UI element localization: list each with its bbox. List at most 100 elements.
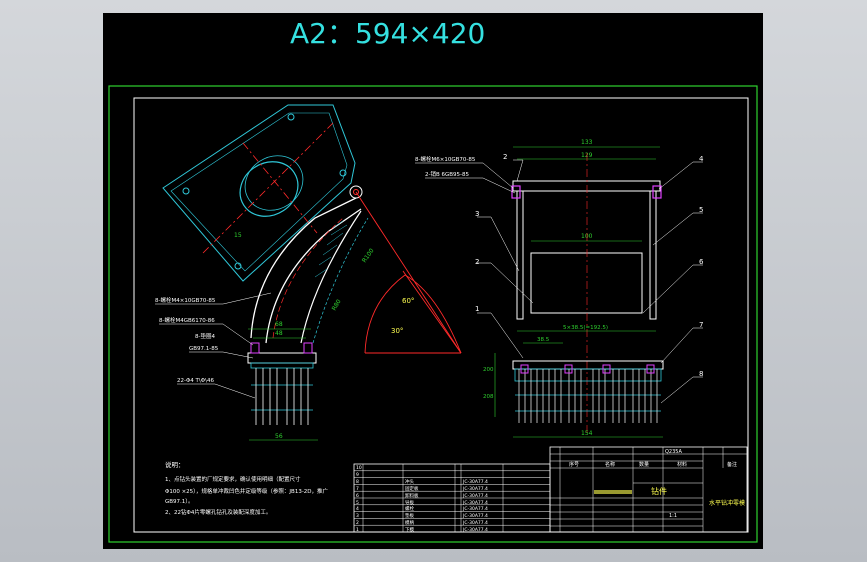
notes-line-3: GB97.1）。 bbox=[165, 498, 194, 505]
hole-3 bbox=[234, 262, 242, 270]
balloon-6: 6 bbox=[699, 258, 704, 266]
bom-grid bbox=[354, 464, 550, 532]
dim-angle-30: 30° bbox=[391, 327, 403, 335]
bom-name-6: 卸料板 bbox=[405, 492, 419, 499]
balloon-5: 5 bbox=[699, 206, 703, 214]
hdr-material: 材料 bbox=[677, 461, 687, 468]
right-base-plate bbox=[514, 368, 662, 382]
outer-frame bbox=[108, 85, 758, 543]
main-part-name: 钻件 bbox=[651, 486, 667, 496]
angle-arc-inner bbox=[364, 274, 406, 354]
bom-no-7: 7 bbox=[356, 486, 359, 492]
bom-std-1: JC-30A77.4 bbox=[462, 527, 488, 533]
rotated-plate-inner bbox=[170, 112, 348, 272]
title-highlight bbox=[594, 490, 632, 494]
left-view: 15 68 48 56 R80 R100 60° 30° 8-螺栓M4×10GB… bbox=[155, 104, 462, 441]
bom-std-8: JC-30A77.4 bbox=[462, 479, 488, 485]
bom-no-6: 6 bbox=[356, 493, 359, 499]
dim-pitch: 5×38.5(=192.5) bbox=[563, 325, 608, 331]
arm-curve-2 bbox=[265, 208, 362, 344]
callout-holes: 22-Φ4 T\Φ\46 bbox=[177, 378, 214, 384]
bom-std-4: JC-30A77.4 bbox=[462, 506, 488, 512]
dim-133: 133 bbox=[581, 139, 593, 146]
balloon-leaders bbox=[477, 159, 703, 404]
notes-line-2: Φ100 ×25），规格单冲裁凹色并定级等级（参照：JB13-2D，推广 bbox=[165, 487, 329, 495]
bom-std-5: JC-30A77.4 bbox=[462, 500, 488, 506]
bom-std-6: JC-30A77.4 bbox=[462, 493, 488, 499]
left-punch-pins bbox=[255, 368, 309, 425]
hole-4 bbox=[339, 169, 347, 177]
arm-hidden-1 bbox=[312, 217, 369, 344]
right-base-top bbox=[512, 360, 664, 370]
title-block: 序号 名称 数量 材料 备注 Q235A 1:1 钻件 水平钻冲零模 bbox=[549, 446, 748, 533]
rotated-plate bbox=[162, 104, 356, 282]
scale-value: 1:1 bbox=[669, 513, 677, 519]
centerline-2 bbox=[242, 142, 318, 234]
balloon-1: 1 bbox=[475, 305, 479, 313]
dim-154: 154 bbox=[581, 430, 593, 437]
arm-centerline bbox=[272, 217, 344, 339]
hole-1 bbox=[182, 187, 190, 195]
dim-208: 208 bbox=[483, 394, 494, 400]
bom-name-3: 垫板 bbox=[405, 512, 414, 519]
left-base-top bbox=[247, 352, 317, 364]
balloon-2: 2 bbox=[475, 258, 479, 266]
bom-no-2: 2 bbox=[356, 520, 359, 526]
drawing-canvas[interactable]: A2：594×420 bbox=[103, 13, 763, 549]
dim-200: 200 bbox=[483, 367, 494, 373]
dim-56: 56 bbox=[275, 433, 283, 440]
barrel-circle-2 bbox=[244, 155, 304, 211]
angle-arc-outer bbox=[404, 274, 462, 354]
bom-name-2: 模柄 bbox=[405, 519, 414, 526]
title-block-headers: 序号 名称 数量 材料 备注 Q235A 1:1 bbox=[569, 449, 737, 519]
dim-angle-60: 60° bbox=[402, 297, 414, 305]
bom-rows: 10 9 8 7 6 5 4 3 2 1 冲头 固定板 卸料板 导板 螺栓 垫板… bbox=[356, 465, 488, 533]
dim-15: 15 bbox=[234, 232, 242, 239]
dim-r100: R100 bbox=[361, 247, 376, 264]
right-view: 133 129 100 5×38.5(=192.5) 38.5 bbox=[415, 139, 704, 438]
top-bolt-left bbox=[511, 185, 521, 199]
dim-48: 48 bbox=[275, 330, 283, 337]
hdr-name: 名称 bbox=[605, 461, 615, 468]
bom-table: 10 9 8 7 6 5 4 3 2 1 冲头 固定板 卸料板 导板 螺栓 垫板… bbox=[353, 463, 551, 533]
dim-68: 68 bbox=[275, 321, 283, 328]
callout-bolt-m6: 8-螺栓M6×10GB70-85 bbox=[415, 155, 476, 163]
left-bolt-2 bbox=[303, 342, 313, 354]
post-inner bbox=[522, 191, 651, 313]
callout-gb97: GB97.1-85 bbox=[189, 346, 219, 352]
balloon-3: 3 bbox=[475, 210, 479, 218]
arm-curve-1 bbox=[250, 197, 357, 339]
bom-no-5: 5 bbox=[356, 500, 359, 506]
dim-38: 38.5 bbox=[537, 337, 550, 343]
top-bolt-right bbox=[652, 185, 662, 199]
dim-r80: R80 bbox=[331, 298, 343, 312]
angle-line-1 bbox=[355, 191, 462, 354]
sheet-title: A2：594×420 bbox=[290, 17, 485, 50]
bom-name-1: 下模 bbox=[405, 526, 414, 533]
bom-no-9: 9 bbox=[356, 472, 359, 478]
right-base-bolts bbox=[520, 364, 655, 374]
left-leader-lines bbox=[155, 292, 272, 399]
left-bolt-1 bbox=[250, 342, 260, 354]
hdr-no: 序号 bbox=[569, 461, 579, 468]
balloon-2-top: 2 bbox=[503, 153, 507, 161]
left-base-plate bbox=[250, 362, 314, 369]
bom-name-5: 导板 bbox=[405, 499, 414, 506]
title-block-grid bbox=[550, 447, 747, 532]
callout-pin: 2-销B 6GB95-85 bbox=[425, 170, 470, 178]
balloon-4: 4 bbox=[699, 155, 704, 163]
hdr-remark: 备注 bbox=[727, 461, 737, 468]
notes-line-1: 1、点钻头装置的厂规定要求，确认使用明细（配置尺寸 bbox=[165, 475, 301, 483]
bom-no-10: 10 bbox=[356, 465, 362, 471]
barrel-circle bbox=[239, 161, 299, 217]
hdr-qty: 数量 bbox=[639, 461, 649, 468]
hole-2 bbox=[287, 113, 295, 121]
callout-washer: 8-垫圈4 bbox=[195, 332, 215, 340]
technical-notes: 说明： 1、点钻头装置的厂规定要求，确认使用明细（配置尺寸 Φ100 ×25），… bbox=[165, 460, 329, 516]
bom-no-8: 8 bbox=[356, 479, 359, 485]
material-value: Q235A bbox=[665, 449, 682, 455]
bom-name-8: 冲头 bbox=[405, 478, 414, 485]
bom-name-7: 固定板 bbox=[405, 485, 419, 492]
callout-bolt-m4b: 8-螺栓M4GB6170-86 bbox=[159, 316, 215, 324]
bom-no-1: 1 bbox=[356, 527, 359, 533]
